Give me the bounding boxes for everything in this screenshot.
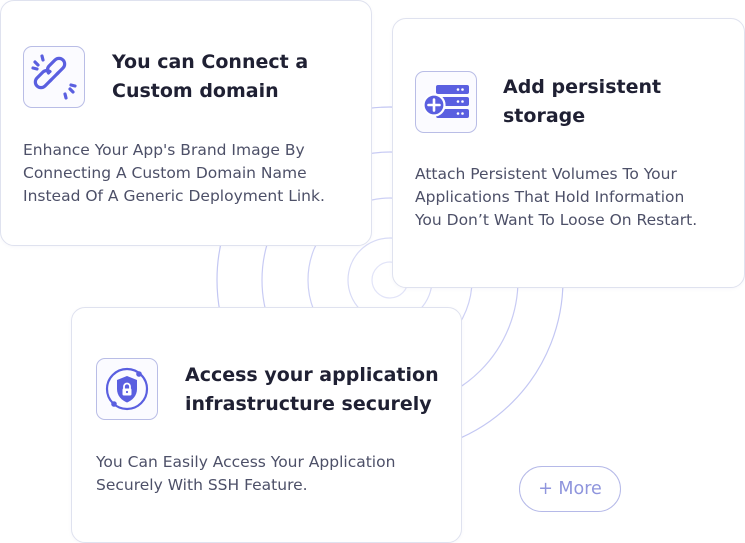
custom-domain-description: Enhance Your App's Brand Image By Connec… <box>23 141 325 205</box>
persistent-storage-icon-box <box>415 71 477 133</box>
persistent-storage-card: Add persistent storage Attach Persistent… <box>392 18 745 288</box>
custom-domain-card: You can Connect a Custom domain Enhance … <box>0 0 372 246</box>
more-button[interactable]: + More <box>519 466 621 512</box>
custom-domain-title: You can Connect a Custom domain <box>112 51 309 102</box>
link-icon <box>31 54 77 100</box>
storage-add-icon <box>422 85 469 118</box>
secure-access-title: Access your application infrastructure s… <box>185 364 439 415</box>
custom-domain-icon-box <box>23 46 85 108</box>
secure-access-icon-box <box>96 358 158 420</box>
persistent-storage-description: Attach Persistent Volumes To Your Applic… <box>415 165 698 229</box>
secure-access-card: Access your application infrastructure s… <box>71 307 462 543</box>
secure-access-description: You Can Easily Access Your Application S… <box>96 453 396 494</box>
persistent-storage-title: Add persistent storage <box>503 76 662 127</box>
shield-lock-icon <box>105 367 149 411</box>
